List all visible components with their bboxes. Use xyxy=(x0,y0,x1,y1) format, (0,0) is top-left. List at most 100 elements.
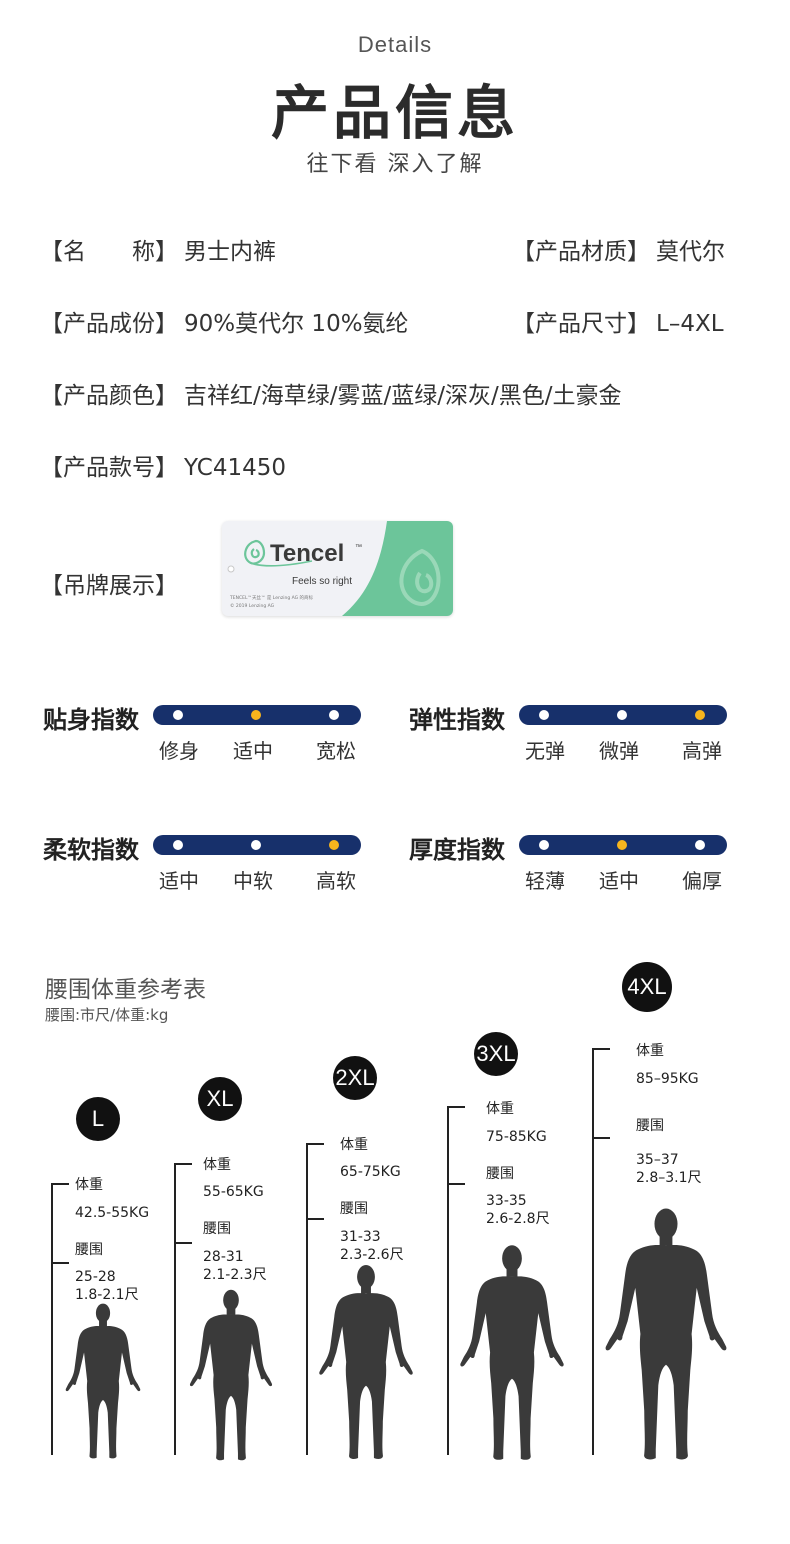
info-color-value: 吉祥红/海草绿/雾蓝/蓝绿/深灰/黑色/土豪金 xyxy=(184,383,622,409)
body-silhouette-4xl xyxy=(605,1208,727,1460)
size-bracket-tick xyxy=(592,1137,610,1139)
info-material-value: 莫代尔 xyxy=(656,239,725,265)
info-model: 【产品款号】YC41450 xyxy=(40,448,286,482)
index-fit-label-3: 宽松 xyxy=(316,739,356,763)
index-softness-label-3: 高软 xyxy=(316,869,356,893)
index-elastic-label-1: 无弹 xyxy=(525,739,565,763)
info-composition-value: 90%莫代尔 10%氨纶 xyxy=(184,311,409,337)
info-size: 【产品尺寸】L–4XL xyxy=(512,304,724,338)
index-thickness-label-2: 适中 xyxy=(599,869,639,893)
info-model-label: 【产品款号】 xyxy=(40,455,178,481)
size-bracket-tick xyxy=(306,1143,324,1145)
info-name: 【名 称】男士内裤 xyxy=(40,232,276,266)
index-elastic-title: 弹性指数 xyxy=(409,706,505,734)
size-badge: L xyxy=(76,1097,120,1141)
size-badge: 2XL xyxy=(333,1056,377,1100)
size-bracket-tick xyxy=(447,1106,465,1108)
size-bracket-tick xyxy=(174,1163,192,1165)
tag-fine-print-2: © 2019 Lenzing AG xyxy=(230,602,275,609)
body-silhouette-l xyxy=(65,1303,141,1459)
weight-value: 75-85KG xyxy=(486,1129,547,1145)
index-fit-title: 贴身指数 xyxy=(43,706,139,734)
info-material-label: 【产品材质】 xyxy=(512,239,650,265)
waist-value: 35–37 xyxy=(636,1152,679,1168)
index-elastic-label-2: 微弹 xyxy=(599,739,639,763)
weight-value: 55-65KG xyxy=(203,1184,264,1200)
index-thickness: 厚度指数 轻薄 适中 偏厚 xyxy=(409,830,739,900)
tag-tm: ™ xyxy=(355,544,362,551)
body-silhouette-3xl xyxy=(460,1245,564,1460)
size-bracket-line xyxy=(51,1183,53,1455)
index-dot xyxy=(539,840,549,850)
weight-value: 85–95KG xyxy=(636,1071,699,1087)
index-dot xyxy=(539,710,549,720)
info-name-label: 【名 称】 xyxy=(40,239,178,265)
header-title-en: Details xyxy=(357,32,433,57)
weight-label: 体重 xyxy=(340,1137,368,1153)
info-size-label: 【产品尺寸】 xyxy=(512,311,650,337)
waist-value: 31-33 xyxy=(340,1229,381,1245)
index-softness-title: 柔软指数 xyxy=(43,836,139,864)
index-elastic: 弹性指数 无弹 微弹 高弹 xyxy=(409,700,739,770)
waist-value-chi: 2.8–3.1尺 xyxy=(636,1170,702,1186)
index-dot xyxy=(329,840,339,850)
size-bracket-line xyxy=(447,1106,449,1455)
waist-value-chi: 2.6-2.8尺 xyxy=(486,1211,550,1227)
waist-value: 33-35 xyxy=(486,1193,527,1209)
index-softness: 柔软指数 适中 中软 高软 xyxy=(43,830,373,900)
index-thickness-title: 厚度指数 xyxy=(409,836,505,864)
index-thickness-track xyxy=(519,835,727,855)
size-badge: 4XL xyxy=(622,962,672,1012)
index-dot xyxy=(251,840,261,850)
waist-label: 腰围 xyxy=(75,1242,103,1258)
index-dot xyxy=(617,840,627,850)
index-dot xyxy=(173,840,183,850)
tag-fine-print: TENCEL™天丝™ 是 Lenzing AG 的商标 xyxy=(229,594,314,601)
waist-value-chi: 1.8-2.1尺 xyxy=(75,1287,139,1303)
weight-label: 体重 xyxy=(75,1177,103,1193)
index-dot xyxy=(329,710,339,720)
waist-value-chi: 2.3-2.6尺 xyxy=(340,1247,404,1263)
size-bracket-tick xyxy=(592,1048,610,1050)
size-chart-subtitle: 腰围:市尺/体重:kg xyxy=(45,1006,169,1024)
index-dot xyxy=(251,710,261,720)
size-bracket-tick xyxy=(174,1242,192,1244)
index-fit-label-1: 修身 xyxy=(159,739,199,763)
tag-slogan: Feels so right xyxy=(292,576,352,587)
size-chart-title: 腰围体重参考表 xyxy=(45,977,206,1003)
index-fit: 贴身指数 修身 适中 宽松 xyxy=(43,700,373,770)
weight-label: 体重 xyxy=(203,1157,231,1173)
info-color-label: 【产品颜色】 xyxy=(40,383,178,409)
index-fit-label-2: 适中 xyxy=(233,739,273,763)
index-elastic-label-3: 高弹 xyxy=(682,739,722,763)
index-softness-label-2: 中软 xyxy=(233,869,273,893)
info-tag-label: 【吊牌展示】 xyxy=(40,573,178,599)
index-softness-track xyxy=(153,835,361,855)
index-thickness-label-1: 轻薄 xyxy=(525,869,565,893)
page-title: 产品信息 xyxy=(270,79,519,147)
waist-value: 25-28 xyxy=(75,1269,116,1285)
weight-value: 42.5-55KG xyxy=(75,1205,150,1221)
index-dot xyxy=(695,840,705,850)
waist-value: 28-31 xyxy=(203,1249,244,1265)
tag-brand: Tencel xyxy=(270,540,344,567)
size-bracket-line xyxy=(306,1143,308,1455)
index-fit-track xyxy=(153,705,361,725)
index-dot xyxy=(695,710,705,720)
weight-label: 体重 xyxy=(486,1101,514,1117)
index-softness-label-1: 适中 xyxy=(159,869,199,893)
info-composition: 【产品成份】90%莫代尔 10%氨纶 xyxy=(40,304,409,338)
info-color: 【产品颜色】吉祥红/海草绿/雾蓝/蓝绿/深灰/黑色/土豪金 xyxy=(40,376,622,410)
tencel-leaf-icon xyxy=(244,539,313,567)
waist-label: 腰围 xyxy=(203,1221,231,1237)
size-bracket-tick xyxy=(447,1183,465,1185)
info-model-value: YC41450 xyxy=(184,455,287,481)
info-composition-label: 【产品成份】 xyxy=(40,311,178,337)
size-bracket-line xyxy=(592,1048,594,1455)
header-subtitle: 往下看 深入了解 xyxy=(306,152,484,177)
size-bracket-line xyxy=(174,1163,176,1455)
waist-label: 腰围 xyxy=(340,1201,368,1217)
size-bracket-tick xyxy=(306,1218,324,1220)
info-name-value: 男士内裤 xyxy=(184,239,276,265)
index-elastic-track xyxy=(519,705,727,725)
